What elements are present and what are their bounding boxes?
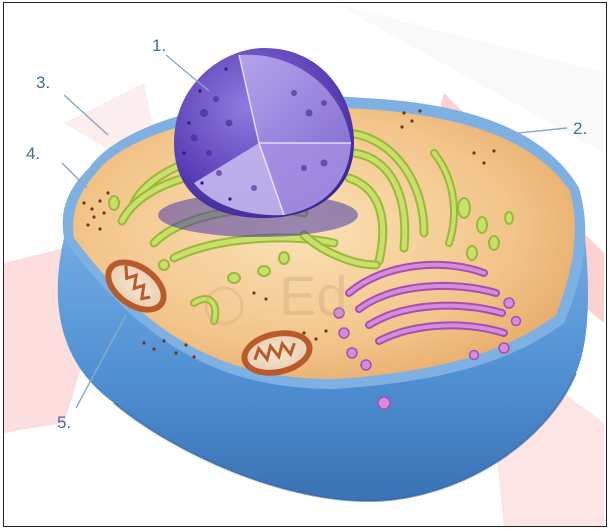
leader-line-1 xyxy=(166,55,209,91)
label-3: 3. xyxy=(36,73,50,93)
nucleus xyxy=(158,48,358,237)
label-4: 4. xyxy=(26,144,40,164)
watermark-text: Ed xyxy=(279,264,348,327)
animal-cell-illustration: Ed xyxy=(4,3,607,527)
label-5: 5. xyxy=(57,413,71,433)
label-2: 2. xyxy=(573,119,587,139)
label-1: 1. xyxy=(152,36,166,56)
diagram-frame: Ed 1. 2. 3. 4. 5. xyxy=(3,2,607,527)
